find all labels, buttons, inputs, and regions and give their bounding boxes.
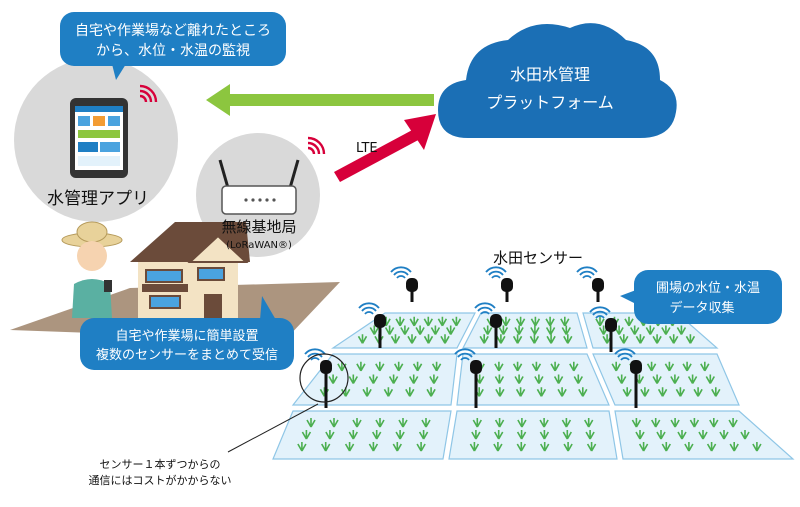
remote-bubble-line2: から、水位・水温の監視 [96, 42, 250, 59]
highlight-circle [299, 353, 349, 403]
remote-bubble-line1: 自宅や作業場など離れたところ [75, 22, 271, 39]
wifi-icon [485, 266, 507, 279]
sensor-icon [454, 348, 482, 408]
cloud-icon [438, 23, 677, 139]
sensor-group [304, 266, 642, 408]
install-bubble-line1: 自宅や作業場に簡単設置 [115, 328, 258, 344]
sensor-icon [589, 306, 617, 352]
wifi-icon [358, 302, 380, 315]
sensor-icon [576, 266, 604, 302]
signal-icon-router [306, 136, 326, 156]
sensors-title: 水田センサー [493, 249, 583, 267]
farmer-icon [61, 221, 123, 318]
house-icon [130, 222, 250, 320]
sensor-icon [304, 348, 332, 408]
leader-line [227, 403, 319, 453]
wifi-icon [390, 266, 412, 279]
app-label: 水管理アプリ [47, 189, 149, 209]
base-station-sub: (LoRaWAN®) [226, 240, 292, 251]
cloud-line1: 水田水管理 [510, 65, 590, 84]
base-station-label: 無線基地局 [221, 218, 296, 236]
tablet-icon [70, 98, 128, 178]
callout-easy-install [80, 296, 294, 370]
green-arrow [206, 84, 434, 116]
sensor-icon [485, 266, 513, 302]
paddy-fields [272, 312, 795, 460]
router-icon [218, 159, 300, 215]
red-arrow [334, 114, 436, 182]
cloud-line2: プラットフォーム [486, 93, 614, 112]
wifi-icon [474, 302, 496, 315]
install-bubble-line2: 複数のセンサーをまとめて受信 [96, 347, 278, 363]
sensor-icon [614, 348, 642, 408]
sensor-icon [358, 302, 386, 348]
callout-data-collection [620, 270, 782, 324]
note-line2: 通信にはコストがかからない [89, 473, 232, 487]
paddy-plot [614, 410, 795, 460]
paddy-plot [592, 353, 740, 406]
sensor-icon [474, 302, 502, 348]
wifi-icon [576, 266, 598, 279]
paddy-plot [448, 410, 618, 460]
lte-label: LTE [356, 141, 378, 156]
collect-bubble-line2: データ収集 [669, 300, 734, 316]
note-line1: センサー１本ずつからの [100, 457, 221, 471]
callout-remote-monitoring [60, 12, 286, 80]
sensor-icon [390, 266, 418, 302]
collect-bubble-line1: 圃場の水位・水温 [656, 281, 760, 296]
paddy-plot [272, 410, 452, 460]
